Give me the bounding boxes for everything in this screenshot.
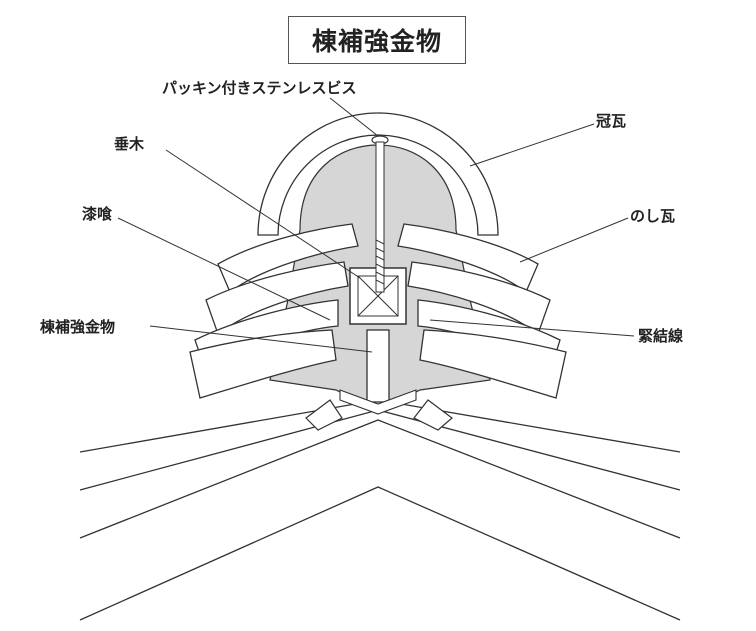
crown-tile bbox=[257, 112, 499, 236]
diagram-title: 棟補強金物 bbox=[288, 16, 466, 64]
roof-line-third bbox=[79, 419, 681, 539]
noshi-tile-right-4 bbox=[419, 329, 567, 399]
reinforcement-base bbox=[339, 389, 417, 415]
roof-line-bottom bbox=[79, 486, 681, 621]
label-rafter: 垂木 bbox=[114, 135, 145, 153]
label-tie-wire: 緊結線 bbox=[638, 327, 684, 345]
roof-line-second bbox=[79, 409, 681, 491]
noshi-tiles-right bbox=[397, 223, 567, 399]
noshi-tiles-left bbox=[189, 223, 359, 399]
label-screw: パッキン付きステンレスビス bbox=[162, 79, 357, 97]
noshi-tile-left-1 bbox=[217, 223, 359, 294]
label-plaster: 漆喰 bbox=[82, 205, 113, 223]
label-reinforcement: 棟補強金物 bbox=[40, 318, 116, 336]
leader-lines bbox=[117, 97, 635, 353]
noshi-tile-left-4 bbox=[189, 329, 337, 399]
label-crown-tile: 冠瓦 bbox=[596, 112, 627, 130]
wedge-left bbox=[305, 399, 343, 431]
noshi-tile-right-2 bbox=[407, 261, 551, 336]
noshi-tile-left-2 bbox=[205, 261, 349, 336]
label-noshi-tile: のし瓦 bbox=[630, 207, 676, 225]
reinforcement-metal bbox=[366, 329, 390, 403]
stainless-screw bbox=[371, 135, 389, 293]
wedge-right bbox=[413, 399, 453, 431]
roof-lines bbox=[79, 399, 681, 621]
